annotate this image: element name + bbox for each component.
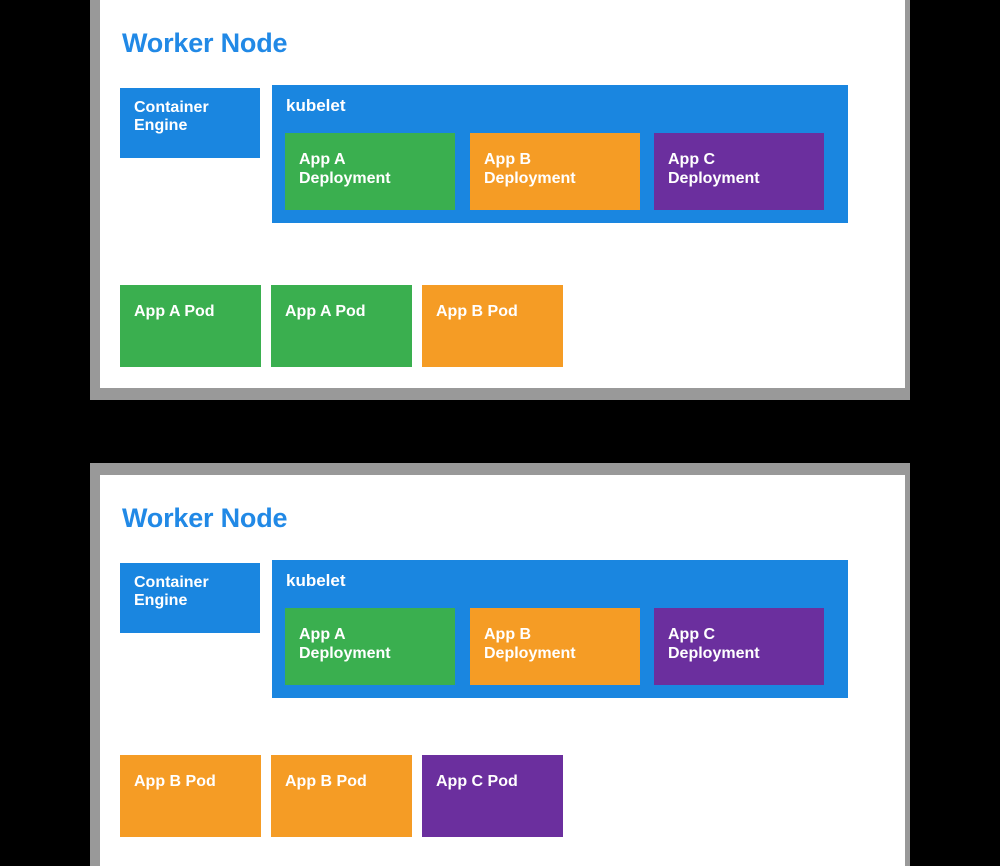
pod-box: App A Pod	[120, 285, 261, 367]
worker-node-panel-1: Worker Node Container Engine kubelet App…	[90, 0, 910, 400]
deployment-line-1: App A	[299, 626, 346, 643]
app-c-deployment-box: App C Deployment	[654, 608, 824, 685]
deployment-line-2: Deployment	[668, 645, 760, 663]
page-title: Worker Node	[122, 28, 288, 58]
deployment-line-1: App C	[668, 151, 716, 168]
app-b-deployment-box: App B Deployment	[470, 133, 640, 210]
kubelet-label: kubelet	[286, 96, 346, 115]
pod-box: App B Pod	[120, 755, 261, 837]
app-a-deployment-box: App A Deployment	[285, 133, 455, 210]
pod-box: App C Pod	[422, 755, 563, 837]
worker-node-panel-2-body: Worker Node Container Engine kubelet App…	[100, 475, 905, 866]
container-engine-line-1: Container	[134, 99, 209, 116]
deployment-line-1: App C	[668, 626, 716, 643]
deployment-line-2: Deployment	[299, 170, 391, 188]
container-engine-box: Container Engine	[120, 563, 260, 633]
container-engine-line-1: Container	[134, 574, 209, 591]
pod-box: App A Pod	[271, 285, 412, 367]
deployment-line-1: App B	[484, 151, 532, 168]
container-engine-box: Container Engine	[120, 88, 260, 158]
deployment-line-2: Deployment	[299, 645, 391, 663]
app-b-deployment-box: App B Deployment	[470, 608, 640, 685]
deployment-line-2: Deployment	[668, 170, 760, 188]
container-engine-line-2: Engine	[134, 592, 188, 610]
deployment-line-2: Deployment	[484, 170, 576, 188]
pod-box: App B Pod	[271, 755, 412, 837]
worker-node-panel-1-body: Worker Node Container Engine kubelet App…	[100, 0, 905, 388]
kubelet-box: kubelet App A Deployment App B Deploymen…	[272, 560, 848, 698]
page-title: Worker Node	[122, 503, 288, 533]
deployment-line-1: App B	[484, 626, 532, 643]
app-c-deployment-box: App C Deployment	[654, 133, 824, 210]
pod-box: App B Pod	[422, 285, 563, 367]
container-engine-line-2: Engine	[134, 117, 188, 135]
kubelet-label: kubelet	[286, 571, 346, 590]
kubelet-box: kubelet App A Deployment App B Deploymen…	[272, 85, 848, 223]
deployment-line-2: Deployment	[484, 645, 576, 663]
worker-node-panel-2: Worker Node Container Engine kubelet App…	[90, 463, 910, 866]
deployment-line-1: App A	[299, 151, 346, 168]
app-a-deployment-box: App A Deployment	[285, 608, 455, 685]
